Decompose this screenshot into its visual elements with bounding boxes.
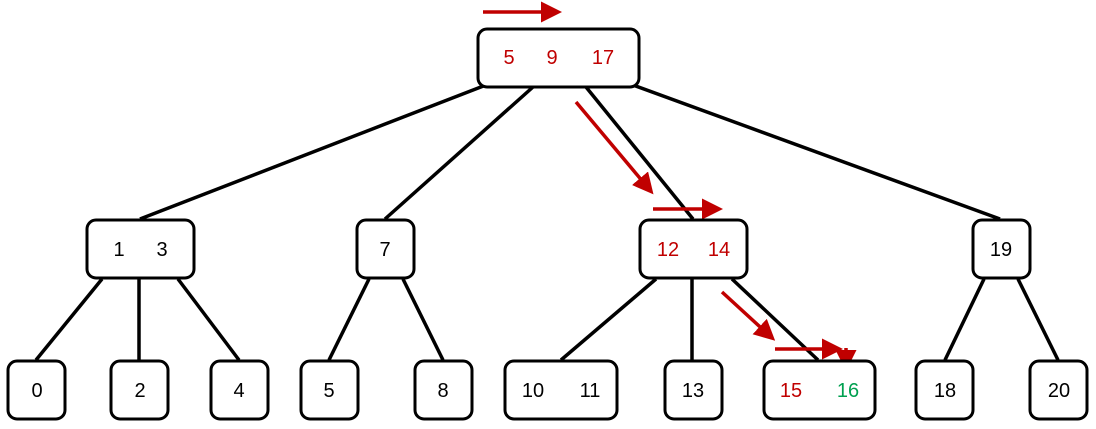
internal-node-key: 3 (156, 239, 167, 261)
internal-node-7: 7 (355, 218, 416, 280)
leaf-node-10-11: 10 11 (503, 359, 619, 421)
leaf-key-found: 16 (837, 380, 859, 402)
leaf-node-20: 20 (1028, 359, 1089, 421)
internal-node-19: 19 (971, 218, 1032, 280)
leaf-node-15-16: 15 16 (762, 359, 877, 421)
internal-node-key: 14 (708, 239, 730, 261)
edge-node-1-3-to-leaf-0 (34, 277, 104, 362)
edge-root-to-node-12-14 (584, 85, 695, 221)
leaf-node-2: 2 (109, 359, 170, 421)
edge-node-19-to-leaf-20 (1016, 278, 1060, 361)
internal-node-key: 12 (657, 239, 679, 261)
leaf-key: 11 (580, 380, 601, 402)
edge-root-to-node-19 (632, 83, 1001, 221)
leaf-node-0: 0 (6, 359, 67, 421)
root-key-0: 5 (503, 47, 514, 69)
leaf-key: 8 (437, 380, 448, 402)
arrow-descend-to-leaf-15-16 (720, 290, 776, 341)
leaf-key: 13 (682, 380, 704, 402)
leaf-key: 20 (1048, 380, 1070, 402)
edge-node-7-to-leaf-5 (327, 278, 371, 361)
leaf-key: 18 (934, 380, 956, 402)
edge-node-7-to-leaf-8 (401, 278, 445, 361)
internal-node-1-3: 1 3 (85, 218, 196, 280)
leaf-key: 4 (233, 380, 244, 402)
root-node: 5 9 17 (476, 27, 641, 89)
leaf-key: 2 (134, 380, 145, 402)
leaf-node-5: 5 (299, 359, 360, 421)
arrow-descend-to-node-12-14 (574, 100, 654, 195)
leaf-key: 10 (522, 380, 544, 402)
leaf-node-18: 18 (914, 359, 975, 421)
internal-node-12-14: 12 14 (638, 218, 749, 280)
edge-node-12-14-to-leaf-10-11 (559, 277, 658, 362)
root-key-1: 9 (546, 47, 557, 69)
root-key-2: 17 (592, 47, 614, 69)
leaf-node-4: 4 (209, 359, 270, 421)
leaf-node-8: 8 (413, 359, 474, 421)
leaf-key: 5 (323, 380, 334, 402)
internal-node-key: 7 (379, 239, 390, 261)
leaf-key: 15 (780, 380, 802, 402)
leaf-key: 0 (31, 380, 42, 402)
edge-root-to-node-1-3 (139, 83, 487, 221)
edge-node-19-to-leaf-18 (943, 278, 986, 361)
internal-node-key: 1 (113, 239, 124, 261)
internal-node-key: 19 (990, 239, 1012, 261)
tree-edges (34, 83, 1060, 362)
search-path-arrows (483, 1, 857, 371)
tree-nodes: 5 9 17 1 3 7 12 14 19 0 2 (6, 27, 1089, 421)
leaf-node-13: 13 (663, 359, 724, 421)
edge-node-1-3-to-leaf-4 (176, 277, 241, 362)
edge-root-to-node-7 (383, 85, 535, 221)
